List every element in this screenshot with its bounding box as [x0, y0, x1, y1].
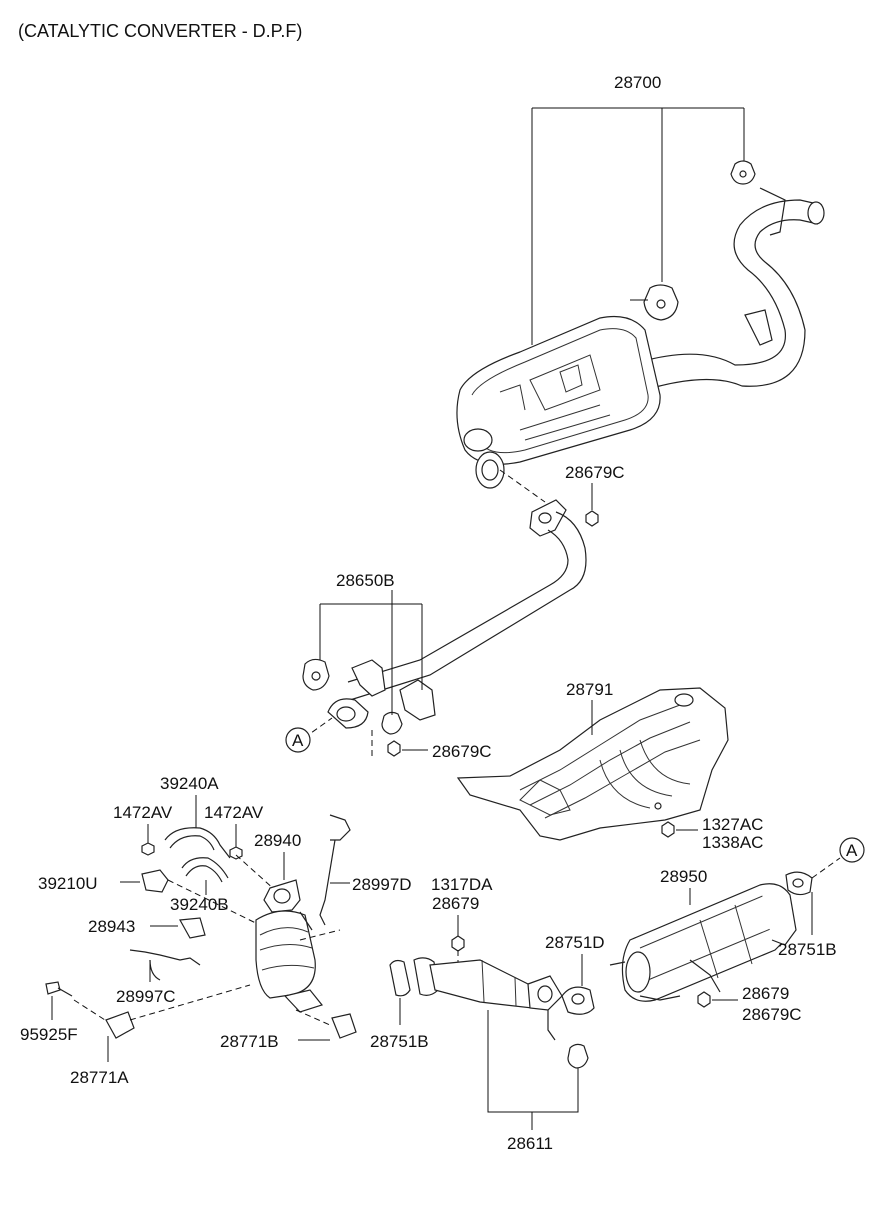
label-ref-a-left: A: [292, 731, 304, 750]
label-28943: 28943: [88, 917, 135, 936]
label-28679c-mid: 28679C: [432, 742, 492, 761]
bolt-icon: [45, 981, 61, 995]
label-28771b: 28771B: [220, 1032, 279, 1051]
ref-a-left-circle: [285, 727, 311, 753]
catalytic-converter-icon[interactable]: [255, 879, 324, 1013]
nut-icon: [451, 935, 465, 952]
label-28950: 28950: [660, 867, 707, 886]
label-28679c-right: 28679C: [742, 1005, 802, 1024]
label-1472av-left: 1472AV: [113, 803, 173, 822]
label-28940: 28940: [254, 831, 301, 850]
label-28751d: 28751D: [545, 933, 605, 952]
hanger-rubber-bottom-icon: [567, 1043, 589, 1069]
label-1338ac: 1338AC: [702, 833, 763, 852]
muffler-icon: [456, 315, 661, 489]
ref-a-right-circle: [839, 837, 865, 863]
label-1317da: 1317DA: [431, 875, 493, 894]
hanger-rubber-right-icon: [381, 711, 403, 735]
diagram-title: (CATALYTIC CONVERTER - D.P.F): [18, 21, 302, 41]
hanger-rubber-top-icon: [730, 160, 756, 185]
label-28679-center: 28679: [432, 894, 479, 913]
label-28751b-right: 28751B: [778, 940, 837, 959]
clamp-icon: [229, 846, 243, 860]
muffler-assembly[interactable]: [456, 107, 825, 503]
label-28679c-top: 28679C: [565, 463, 625, 482]
nut-icon: [387, 740, 401, 757]
bracket-icon: [331, 1013, 357, 1039]
label-28650b: 28650B: [336, 571, 395, 590]
nut-icon: [661, 821, 675, 838]
center-pipe-assembly[interactable]: [302, 499, 587, 760]
label-28997d: 28997D: [352, 875, 412, 894]
nut-icon: [585, 510, 599, 527]
label-28771a: 28771A: [70, 1068, 129, 1087]
heat-shield-icon[interactable]: [456, 687, 729, 841]
label-28791: 28791: [566, 680, 613, 699]
bracket-icon: [179, 917, 206, 939]
label-28611: 28611: [507, 1134, 553, 1153]
label-28700: 28700: [614, 73, 661, 92]
label-39210u: 39210U: [38, 874, 98, 893]
label-39240a: 39240A: [160, 774, 219, 793]
label-ref-a-right: A: [846, 841, 858, 860]
label-28997c: 28997C: [116, 987, 176, 1006]
clamp-icon: [141, 842, 155, 856]
label-1327ac: 1327AC: [702, 815, 763, 834]
label-95925f: 95925F: [20, 1025, 78, 1044]
label-28751b-center: 28751B: [370, 1032, 429, 1051]
front-pipe-icon[interactable]: [389, 957, 563, 1041]
pressure-sensor-icon[interactable]: [141, 869, 169, 893]
hanger-rubber-mid-icon: [630, 284, 679, 321]
label-39240b: 39240B: [170, 895, 229, 914]
label-28679-right: 28679: [742, 984, 789, 1003]
label-1472av-right: 1472AV: [204, 803, 264, 822]
nut-icon: [697, 991, 711, 1008]
bracket-icon: [105, 1011, 135, 1039]
dpf-icon[interactable]: [609, 883, 797, 1002]
